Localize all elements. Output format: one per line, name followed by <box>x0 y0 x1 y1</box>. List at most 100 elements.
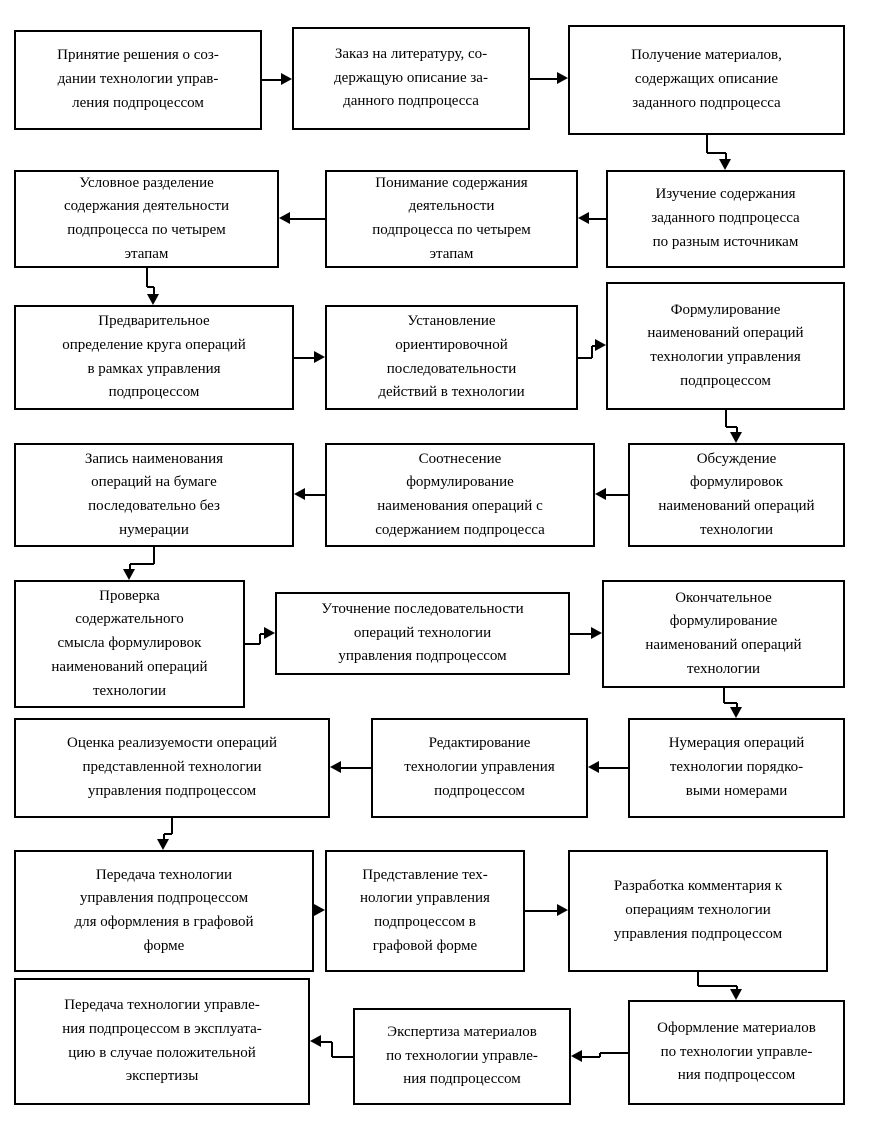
arrowhead-down-icon <box>730 432 742 443</box>
flowchart-node-22[interactable]: Оформление материалов по технологии упра… <box>628 1000 845 1105</box>
connector-n16-to-n17 <box>598 767 628 769</box>
flowchart-node-1[interactable]: Принятие решения о соз- дании технологии… <box>14 30 262 130</box>
connector-n15-to-n16 <box>723 688 725 703</box>
connector-n18-to-n19 <box>164 833 172 835</box>
flowchart-node-label: Экспертиза материалов по технологии упра… <box>386 1023 538 1088</box>
arrowhead-down-icon <box>719 159 731 170</box>
connector-n15-to-n16 <box>736 703 738 708</box>
arrowhead-left-icon <box>279 212 290 224</box>
connector-n6-to-n7 <box>146 268 148 287</box>
flowchart-node-label: Оценка реализуемости операций представле… <box>66 735 277 799</box>
flowchart-node-2[interactable]: Заказ на литературу, со- держащую описан… <box>292 27 530 130</box>
flowchart-node-label: Получение материалов, содержащих описани… <box>631 47 782 111</box>
flowchart-node-13[interactable]: Проверка содержательного смысла формулир… <box>14 580 245 708</box>
connector-n18-to-n19 <box>171 818 173 834</box>
connector-n11-to-n12 <box>304 494 325 496</box>
connector-n3-to-n4 <box>725 153 727 161</box>
flowchart-node-label: Окончательное формулирование наименовани… <box>645 589 802 677</box>
connector-n1-to-n2 <box>262 79 282 81</box>
connector-n6-to-n7 <box>146 286 154 288</box>
flowchart-node-7[interactable]: Предварительное определение круга операц… <box>14 305 294 410</box>
flowchart-node-24[interactable]: Передача технологии управле- ния подпроц… <box>14 978 310 1105</box>
connector-n22-to-n23 <box>581 1056 600 1058</box>
arrowhead-left-icon <box>588 761 599 773</box>
connector-n13-to-n14 <box>259 633 261 644</box>
flowchart-node-23[interactable]: Экспертиза материалов по технологии упра… <box>353 1008 571 1105</box>
arrowhead-right-icon <box>264 627 275 639</box>
flowchart-node-label: Нумерация операций технологии порядко- в… <box>668 735 805 799</box>
arrowhead-right-icon <box>591 627 602 639</box>
connector-n3-to-n4 <box>706 152 726 154</box>
flowchart-node-10[interactable]: Обсуждение формулировок наименований опе… <box>628 443 845 547</box>
connector-n12-to-n13 <box>153 547 155 564</box>
flowchart-node-8[interactable]: Установление ориентировочной последовате… <box>325 305 578 410</box>
arrowhead-left-icon <box>578 212 589 224</box>
flowchart-node-21[interactable]: Разработка комментария к операциям техно… <box>568 850 828 972</box>
flowchart-node-label: Формулирование наименований операций тех… <box>647 301 804 389</box>
connector-n23-to-n24 <box>332 1056 354 1058</box>
connector-n9-to-n10 <box>736 427 738 434</box>
flowchart-node-16[interactable]: Нумерация операций технологии порядко- в… <box>628 718 845 818</box>
connector-n9-to-n10 <box>725 410 727 427</box>
flowchart-node-19[interactable]: Передача технологии управления подпроцес… <box>14 850 314 972</box>
flowchart-node-label: Запись наименования операций на бумаге п… <box>84 450 224 538</box>
connector-n21-to-n22 <box>697 972 699 986</box>
flowchart-node-label: Редактирование технологии управления под… <box>404 735 555 799</box>
connector-n18-to-n19 <box>163 834 165 840</box>
arrowhead-left-icon <box>310 1035 321 1047</box>
arrowhead-down-icon <box>123 569 135 580</box>
arrowhead-right-icon <box>314 351 325 363</box>
connector-n10-to-n11 <box>605 494 628 496</box>
flowchart-node-label: Соотнесение формулирование наименования … <box>375 450 545 538</box>
flowchart-node-18[interactable]: Оценка реализуемости операций представле… <box>14 718 330 818</box>
connector-n5-to-n6 <box>289 218 325 220</box>
flowchart-node-label: Понимание содержания деятельности подпро… <box>372 174 531 262</box>
connector-n23-to-n24 <box>320 1041 332 1043</box>
connector-n22-to-n23 <box>599 1052 601 1057</box>
flowchart-node-label: Обсуждение формулировок наименований опе… <box>658 450 815 538</box>
arrowhead-right-icon <box>281 73 292 85</box>
flowchart-node-label: Принятие решения о соз- дании технологии… <box>57 47 219 111</box>
flowchart-node-3[interactable]: Получение материалов, содержащих описани… <box>568 25 845 135</box>
connector-n23-to-n24 <box>331 1041 333 1057</box>
arrowhead-left-icon <box>571 1050 582 1062</box>
connector-n8-to-n9 <box>592 345 596 347</box>
flowchart-node-label: Представление тех- нологии управления по… <box>360 866 490 954</box>
connector-n8-to-n9 <box>578 357 592 359</box>
flowchart-node-20[interactable]: Представление тех- нологии управления по… <box>325 850 525 972</box>
flowchart-node-4[interactable]: Изучение содержания заданного подпроцесс… <box>606 170 845 268</box>
flowchart-node-17[interactable]: Редактирование технологии управления под… <box>371 718 588 818</box>
connector-n15-to-n16 <box>723 702 737 704</box>
connector-n13-to-n14 <box>245 643 260 645</box>
flowchart-node-label: Установление ориентировочной последовате… <box>378 313 525 401</box>
connector-n6-to-n7 <box>153 287 155 296</box>
connector-n12-to-n13 <box>129 564 131 571</box>
flowchart-node-14[interactable]: Уточнение последовательности операций те… <box>275 592 570 675</box>
flowchart-node-label: Предварительное определение круга операц… <box>62 313 246 401</box>
flowchart-node-9[interactable]: Формулирование наименований операций тех… <box>606 282 845 410</box>
arrowhead-right-icon <box>557 904 568 916</box>
flowchart-node-label: Передача технологии управле- ния подпроц… <box>62 997 262 1085</box>
arrowhead-down-icon <box>730 707 742 718</box>
connector-n4-to-n5 <box>588 218 606 220</box>
arrowhead-left-icon <box>330 761 341 773</box>
flowchart-node-12[interactable]: Запись наименования операций на бумаге п… <box>14 443 294 547</box>
flowchart-node-label: Условное разделение содержания деятельно… <box>63 174 230 262</box>
flowchart-node-label: Оформление материалов по технологии упра… <box>657 1019 816 1084</box>
connector-n12-to-n13 <box>129 563 154 565</box>
arrowhead-down-icon <box>157 839 169 850</box>
arrowhead-left-icon <box>294 488 305 500</box>
flowchart-node-6[interactable]: Условное разделение содержания деятельно… <box>14 170 279 268</box>
flowchart-node-5[interactable]: Понимание содержания деятельности подпро… <box>325 170 578 268</box>
connector-n21-to-n22 <box>698 985 737 987</box>
flowchart-node-15[interactable]: Окончательное формулирование наименовани… <box>602 580 845 688</box>
connector-n3-to-n4 <box>706 135 708 153</box>
flowchart-node-11[interactable]: Соотнесение формулирование наименования … <box>325 443 595 547</box>
connector-n17-to-n18 <box>340 767 371 769</box>
flowchart-node-label: Проверка содержательного смысла формулир… <box>51 587 208 699</box>
flowchart-node-label: Уточнение последовательности операций те… <box>321 600 524 665</box>
arrowhead-right-icon <box>557 72 568 84</box>
connector-n7-to-n8 <box>294 357 315 359</box>
flowchart-node-label: Передача технологии управления подпроцес… <box>74 866 254 954</box>
connector-n14-to-n15 <box>570 633 592 635</box>
